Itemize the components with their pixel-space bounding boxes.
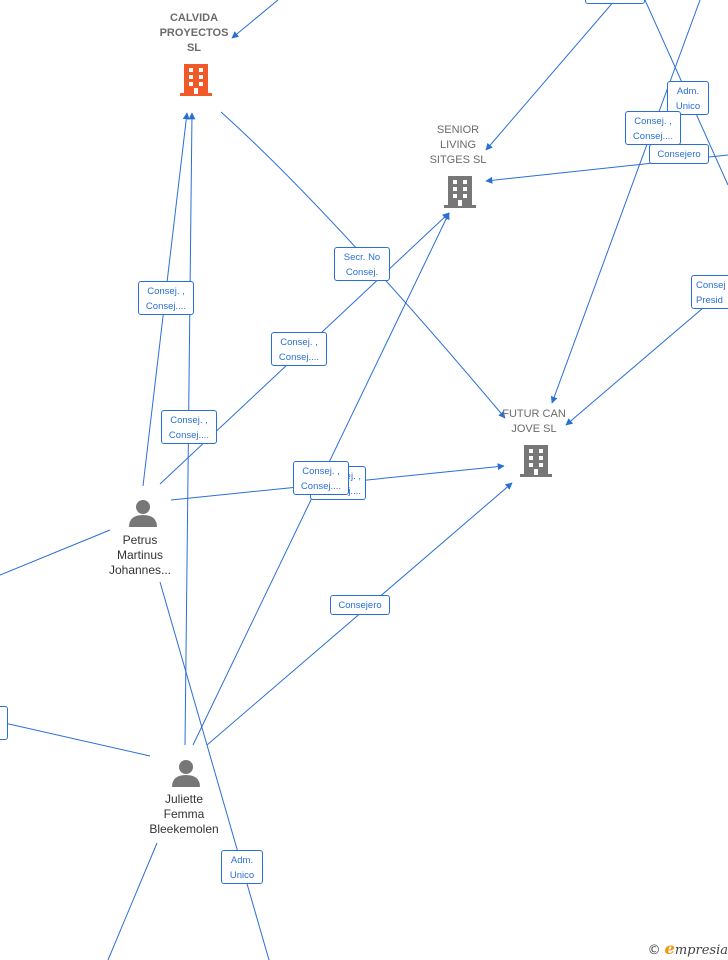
edge-label-adm-unico-top[interactable] [585, 0, 645, 4]
brand-initial: e [664, 939, 675, 958]
brand-logo: ©empresia [648, 939, 728, 958]
building-icon[interactable] [520, 443, 552, 477]
person-icon[interactable] [171, 757, 201, 787]
edge-offscreen-right-to-futur [565, 307, 704, 426]
building-icon[interactable] [444, 174, 476, 208]
edge-label-adm-unico-bottom[interactable]: Adm. Unico [221, 850, 263, 884]
person-label-juliette[interactable]: Juliette Femma Bleekemolen [149, 792, 219, 836]
edge-label-consej-left-lower[interactable]: Consej. , Consej.... [161, 410, 217, 444]
company-label-futur[interactable]: FUTUR CAN JOVE SL [502, 408, 566, 435]
edge-label-adm-unico-top-right[interactable]: Adm. Unico [667, 81, 709, 115]
edge-petrus-to-left [0, 529, 111, 576]
edge-label-consej-top-right[interactable]: Consej. , Consej.... [625, 111, 681, 145]
copyright-symbol: © [647, 943, 661, 958]
edge-offscreen-to-senior [485, 0, 616, 151]
company-label-calvida[interactable]: CALVIDA PROYECTOS SL [159, 12, 229, 54]
brand-name: mpresia [674, 943, 728, 958]
building-icon[interactable] [180, 62, 212, 96]
edge-label-consejero-top-right[interactable]: Consejero [649, 144, 709, 164]
edge-label-consejero-bottom[interactable]: Consejero [330, 595, 390, 615]
edge-label-consej-center[interactable]: Consej. , Consej.... [293, 461, 349, 495]
edge-label-consej-left-upper[interactable]: Consej. , Consej.... [138, 281, 194, 315]
edge-juliette-to-left [0, 721, 151, 757]
company-label-senior[interactable]: SENIOR LIVING SITGES SL [429, 124, 487, 166]
edge-petrus-to-bottom [159, 581, 270, 960]
edge-label-consej-presid[interactable]: Consej Presid [691, 275, 728, 309]
edge-offscreen-to-futur [550, 0, 701, 404]
person-icon[interactable] [128, 497, 158, 527]
edge-label-consej-mid[interactable]: Consej. , Consej.... [271, 332, 327, 366]
edge-offscreen-to-calvida [231, 0, 279, 39]
person-label-petrus[interactable]: Petrus Martinus Johannes... [108, 533, 172, 577]
edge-label-secr-no-consej[interactable]: Secr. No Consej. [334, 247, 390, 281]
edge-calvida-to-futur [220, 111, 506, 419]
edge-label-offscreen-left[interactable] [0, 706, 8, 740]
edge-juliette-to-bottom-left [107, 842, 158, 960]
